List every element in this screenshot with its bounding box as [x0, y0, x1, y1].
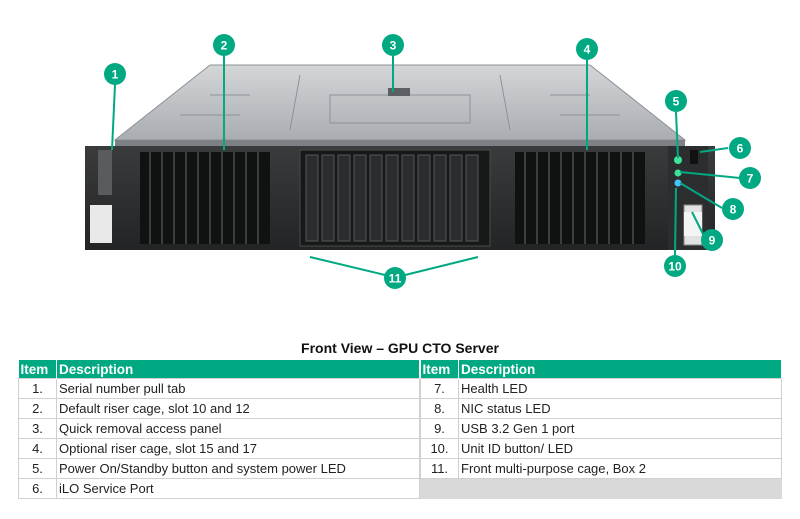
component-table-left: Item Description 1.Serial number pull ta… — [18, 360, 420, 499]
front-drive-cage — [299, 149, 491, 247]
callout-11: 11 — [384, 267, 406, 289]
server-front-figure: 1 2 3 4 5 6 7 8 9 10 11 — [85, 34, 761, 289]
callout-10-label: 10 — [668, 260, 682, 274]
callouts: 1 2 3 4 5 6 7 8 9 10 11 — [104, 34, 761, 289]
table-row: 4.Optional riser cage, slot 15 and 17 — [18, 438, 420, 459]
callout-3-label: 3 — [390, 39, 397, 53]
item-number: 2. — [18, 398, 57, 419]
table-row: 1.Serial number pull tab — [18, 378, 420, 399]
callout-10: 10 — [664, 255, 686, 277]
item-number: 11. — [420, 458, 459, 479]
table-row: 7.Health LED — [420, 378, 782, 399]
right-riser-vent — [515, 152, 645, 244]
left-riser-vent — [140, 152, 270, 244]
right-ear-label — [684, 212, 702, 236]
power-button-led — [674, 156, 682, 164]
callout-8-label: 8 — [730, 203, 737, 217]
item-number: 6. — [18, 478, 57, 499]
item-number: 9. — [420, 418, 459, 439]
callout-1: 1 — [104, 63, 126, 85]
callout-2-label: 2 — [221, 39, 228, 53]
item-description: Optional riser cage, slot 15 and 17 — [56, 438, 420, 459]
item-description: Quick removal access panel — [56, 418, 420, 439]
item-number: 4. — [18, 438, 57, 459]
empty-cell — [420, 478, 782, 499]
callout-8: 8 — [722, 198, 744, 220]
item-number: 5. — [18, 458, 57, 479]
item-description: USB 3.2 Gen 1 port — [458, 418, 782, 439]
lid-engravings — [180, 74, 620, 131]
left-ear-label — [90, 205, 112, 243]
item-description: Health LED — [458, 378, 782, 399]
item-description: NIC status LED — [458, 398, 782, 419]
table-header-row: Item Description — [420, 360, 782, 379]
callout-4-label: 4 — [584, 43, 591, 57]
item-number: 3. — [18, 418, 57, 439]
callout-9-label: 9 — [709, 234, 716, 248]
callout-6: 6 — [729, 137, 751, 159]
description-column-header: Description — [56, 360, 420, 379]
ilo-service-port — [690, 150, 698, 164]
callout-3: 3 — [382, 34, 404, 56]
item-column-header: Item — [420, 360, 459, 379]
callout-7-label: 7 — [747, 172, 754, 186]
item-description: Front multi-purpose cage, Box 2 — [458, 458, 782, 479]
item-description: Unit ID button/ LED — [458, 438, 782, 459]
callout-9: 9 — [701, 229, 723, 251]
item-column-header: Item — [18, 360, 57, 379]
item-description: iLO Service Port — [56, 478, 420, 499]
description-column-header: Description — [458, 360, 782, 379]
callout-11-label: 11 — [389, 272, 402, 286]
item-number: 10. — [420, 438, 459, 459]
table-row: 10.Unit ID button/ LED — [420, 438, 782, 459]
callout-2: 2 — [213, 34, 235, 56]
table-row: 2.Default riser cage, slot 10 and 12 — [18, 398, 420, 419]
item-description: Serial number pull tab — [56, 378, 420, 399]
server-illustration: 1 2 3 4 5 6 7 8 9 10 11 — [85, 34, 761, 289]
table-row: 3.Quick removal access panel — [18, 418, 420, 439]
item-description: Power On/Standby button and system power… — [56, 458, 420, 479]
health-led — [674, 169, 682, 177]
item-description: Default riser cage, slot 10 and 12 — [56, 398, 420, 419]
table-row: 11.Front multi-purpose cage, Box 2 — [420, 458, 782, 479]
lid-front-lip — [115, 140, 685, 146]
callout-4: 4 — [576, 38, 598, 60]
table-row-empty — [420, 478, 782, 499]
callout-5-label: 5 — [673, 95, 680, 109]
table-row: 6.iLO Service Port — [18, 478, 420, 499]
table-row: 5.Power On/Standby button and system pow… — [18, 458, 420, 479]
serial-pull-tab — [98, 150, 112, 195]
callout-1-label: 1 — [112, 68, 119, 82]
table-row: 9.USB 3.2 Gen 1 port — [420, 418, 782, 439]
item-number: 7. — [420, 378, 459, 399]
table-header-row: Item Description — [18, 360, 420, 379]
callout-5: 5 — [665, 90, 687, 112]
callout-6-label: 6 — [737, 142, 744, 156]
nic-status-led — [674, 179, 682, 187]
item-number: 8. — [420, 398, 459, 419]
item-number: 1. — [18, 378, 57, 399]
component-table-right: Item Description 7.Health LED 8.NIC stat… — [420, 360, 782, 499]
callout-leader-lines — [111, 56, 741, 276]
callout-7: 7 — [739, 167, 761, 189]
table-row: 8.NIC status LED — [420, 398, 782, 419]
figure-caption: Front View – GPU CTO Server — [301, 340, 499, 356]
chassis-top-panel — [113, 64, 687, 141]
lid-release-latch — [388, 88, 410, 96]
